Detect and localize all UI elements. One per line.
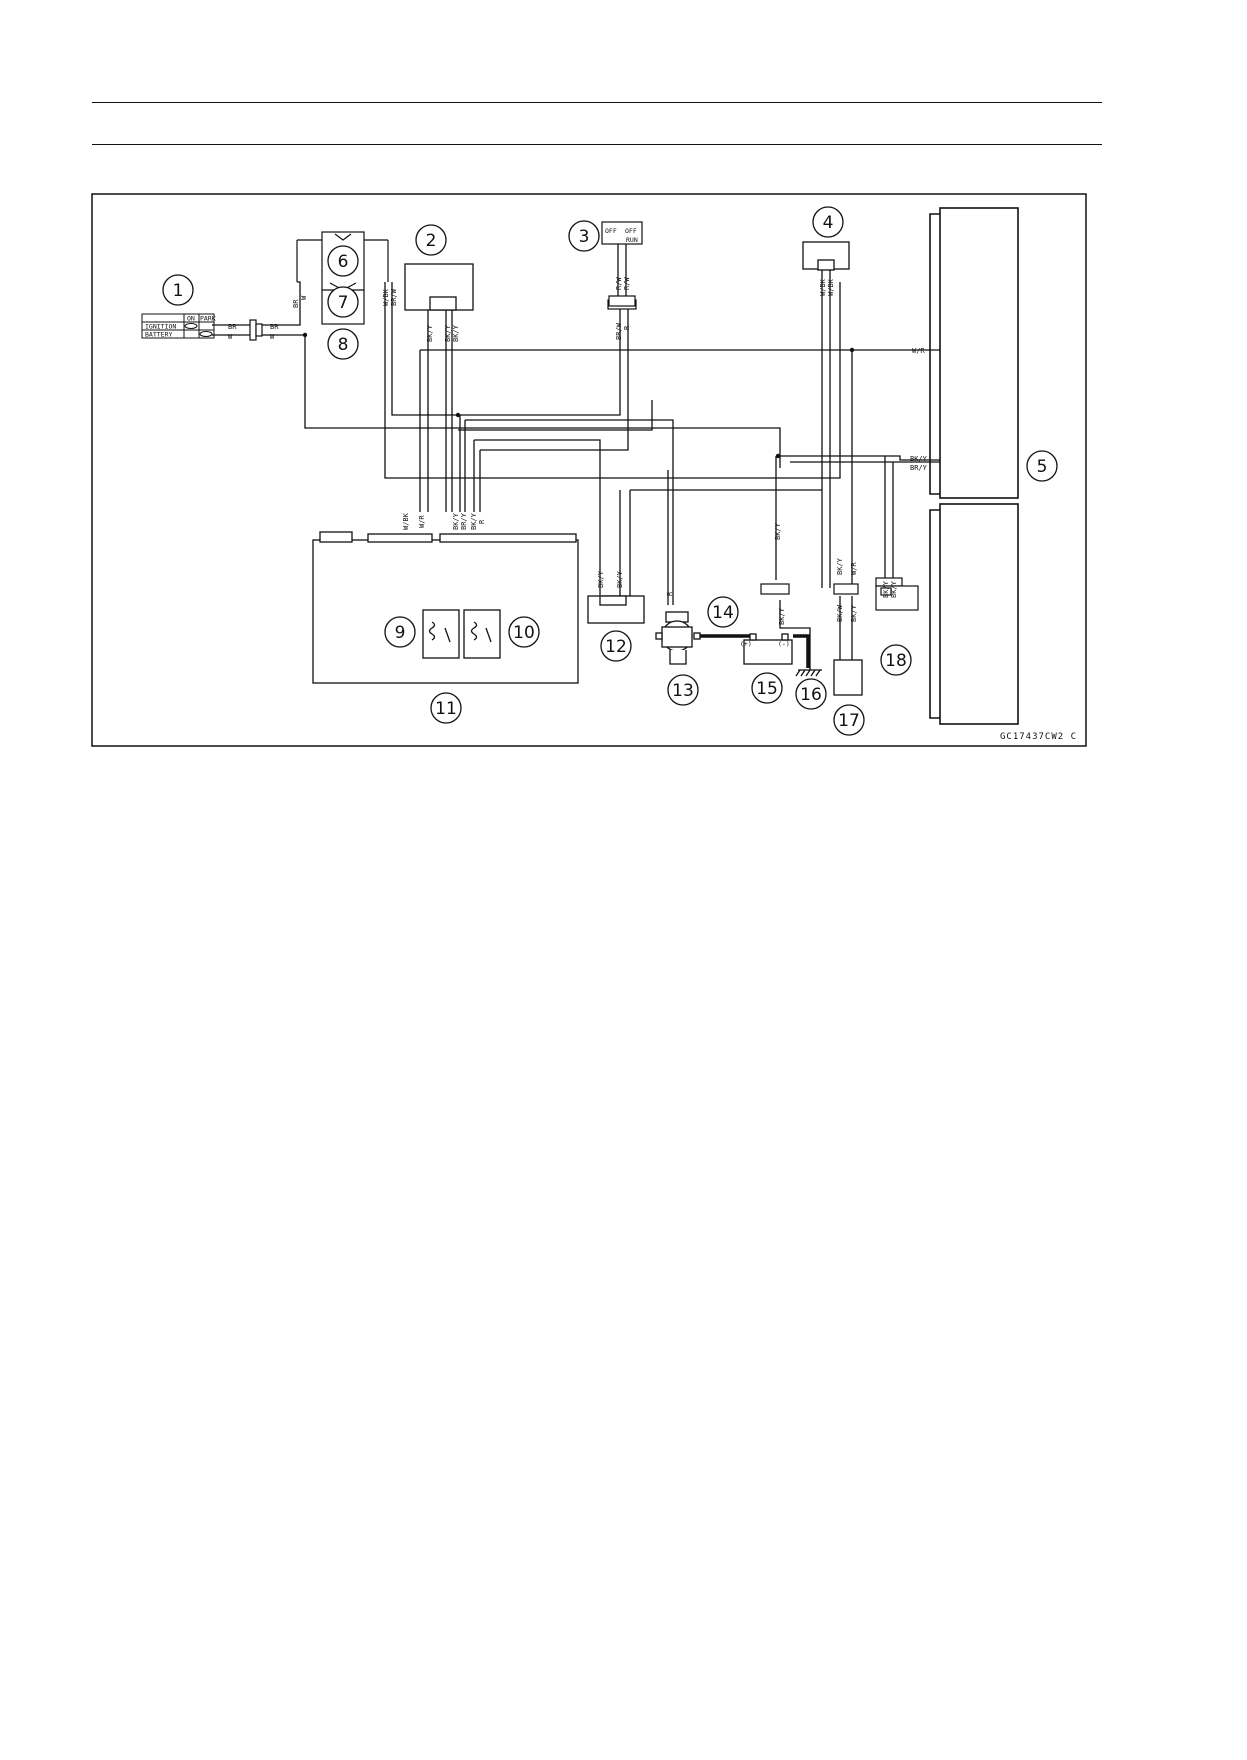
wire-label-rw-3b: R/W — [623, 277, 631, 290]
wire-label-wr-main: W/R — [912, 347, 925, 355]
callout-labels: 1 2 3 4 5 6 7 8 9 10 11 12 13 14 15 16 1… — [173, 213, 1048, 731]
switch3-run: RUN — [626, 236, 638, 244]
callout-18: 18 — [885, 651, 907, 671]
wire-label-br-2: BR — [270, 323, 279, 331]
callout-11: 11 — [435, 699, 457, 719]
wire-label-wr-17: W/R — [850, 562, 858, 575]
callout-15: 15 — [756, 679, 778, 699]
switch-connector — [249, 319, 263, 341]
inline-connector-3 — [608, 295, 636, 307]
callouts — [162, 206, 1058, 736]
battery-plus-label: (+) — [740, 640, 752, 648]
battery-15 — [743, 633, 793, 665]
control-box-11 — [312, 531, 579, 684]
wire-label-brw-v: BR/W — [390, 288, 398, 306]
callout-17: 17 — [838, 711, 860, 731]
diagram-frame — [91, 193, 1087, 747]
callout-7: 7 — [338, 293, 349, 313]
switch3-off-right: OFF — [625, 227, 637, 235]
wire-label-bry-5: BR/Y — [910, 464, 928, 472]
wire-label-br-1: BR — [228, 323, 237, 331]
wire-label-w-1: W — [228, 333, 233, 341]
callout-1: 1 — [173, 281, 184, 301]
wire-label-wbk-v: W/BK — [382, 288, 390, 306]
wire-label-bky-11a: BK/Y — [452, 512, 460, 530]
control-unit-2 — [404, 263, 474, 311]
wire-label-w-2: W — [270, 333, 275, 341]
callout-8: 8 — [338, 335, 349, 355]
ignition-header-on: ON — [187, 315, 195, 323]
callout-10: 10 — [513, 623, 535, 643]
header-rule-bottom — [92, 144, 1102, 145]
callout-2: 2 — [426, 231, 437, 251]
unit-12 — [587, 595, 645, 624]
wire-label-bky-12a: BK/Y — [597, 570, 605, 588]
battery-row-label: BATTERY — [145, 331, 172, 339]
header-rule-top — [92, 102, 1102, 103]
wire-label-bky-2b: BK/Y — [444, 324, 452, 342]
small-connectors — [760, 577, 919, 611]
wire-label-bky-12b: BK/Y — [616, 570, 624, 588]
wire-label-bky-17b: BK/Y — [850, 604, 858, 622]
wire-label-bky-18a: BK/Y — [882, 580, 890, 598]
callout-13: 13 — [672, 681, 694, 701]
wire-label-brw-3: BR/W — [615, 322, 623, 340]
unit-17 — [833, 659, 863, 696]
wire-label-r-3: R — [623, 325, 631, 330]
wire-label-w-v: W — [300, 295, 308, 300]
sensor-4 — [802, 241, 850, 271]
wire-label-r-13: R — [666, 591, 674, 596]
ignition-switch — [141, 313, 215, 339]
unit-5 — [929, 207, 1019, 725]
wire-label-bky-15b: BK/Y — [778, 607, 786, 625]
wire-label-bky-17a: BK/Y — [836, 557, 844, 575]
callout-12: 12 — [605, 637, 627, 657]
wire-label-bky-15a: BK/Y — [774, 522, 782, 540]
callout-16: 16 — [800, 685, 822, 705]
sensor-13-14 — [655, 611, 701, 665]
battery-minus-label: (-) — [778, 640, 790, 648]
wire-label-group: BR W BR W W/R BK/Y BR/Y — [228, 323, 928, 472]
switch3-off-left: OFF — [605, 227, 617, 235]
callout-5: 5 — [1037, 457, 1048, 477]
wire-label-bkw-17: BK/W — [836, 604, 844, 622]
wire-label-bky-18b: BK/Y — [890, 580, 898, 598]
wire-label-wr-11: W/R — [418, 515, 426, 528]
wire-label-wbk-4b: W/BK — [827, 278, 835, 296]
wire-label-bky-11b: BK/Y — [470, 512, 478, 530]
wire-label-wbk-11: W/BK — [402, 512, 410, 530]
callout-3: 3 — [579, 227, 590, 247]
wire-label-bky-2a: BK/Y — [426, 324, 434, 342]
callout-9: 9 — [395, 623, 406, 643]
wire-label-r-11: R — [478, 519, 486, 524]
callout-14: 14 — [712, 603, 734, 623]
wire-label-bky-2c: BK/Y — [452, 324, 460, 342]
wire-label-bry-11: BR/Y — [460, 512, 468, 530]
wire-label-br-v: BR — [292, 299, 300, 308]
wire-label-wbk-4a: W/BK — [819, 278, 827, 296]
ground-16 — [795, 669, 822, 677]
callout-4: 4 — [823, 213, 834, 233]
wire-label-bky-5: BK/Y — [910, 455, 928, 463]
ignition-header-park: PARK — [200, 315, 216, 323]
figure-code: GC17437CW2 C — [1000, 732, 1077, 742]
wire-label-rw-3a: R/W — [615, 277, 623, 290]
callout-6: 6 — [338, 252, 349, 272]
ignition-row-label: IGNITION — [145, 323, 176, 331]
battery-lead — [700, 634, 810, 668]
rotated-wire-labels: BR W W/BK BR/W BK/Y BK/Y BK/Y R/W R/W BR… — [292, 277, 898, 625]
